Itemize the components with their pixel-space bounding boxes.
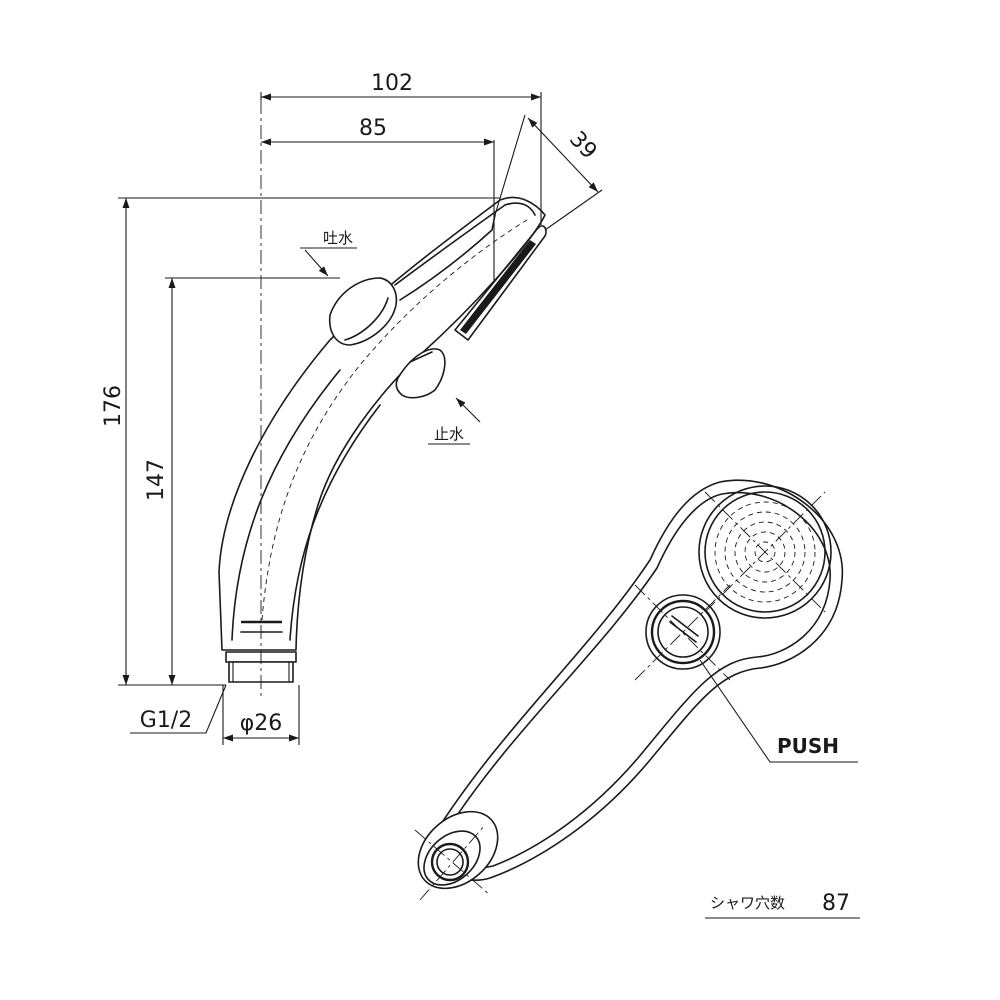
connector-end-inner	[436, 848, 464, 876]
hole-count-label: シャワ穴数	[710, 894, 785, 912]
dimension-lines	[118, 92, 603, 745]
handle-centerline	[261, 217, 531, 621]
head-mid-line	[399, 214, 496, 301]
front-body-inner	[444, 491, 831, 869]
stop-knob-detail	[409, 351, 433, 363]
connector-end-bore	[430, 842, 470, 882]
push-leader	[699, 659, 858, 763]
spout-knob	[328, 277, 398, 346]
side-view	[218, 100, 547, 700]
nozzle-strip	[460, 240, 536, 334]
dim-85-text: 85	[359, 116, 387, 141]
stop-arrow	[455, 397, 481, 423]
hole-count-note: シャワ穴数 87	[705, 891, 860, 919]
dim-39-line	[527, 117, 599, 193]
push-button-outer	[645, 594, 721, 670]
handle-outline	[218, 196, 546, 651]
thread-size-text: G1/2	[140, 708, 192, 733]
spout-arrow	[304, 249, 329, 277]
diameter-text: φ26	[240, 711, 283, 736]
push-button-inner	[657, 606, 709, 658]
thread-lines	[232, 662, 290, 682]
head-inner-ring	[704, 491, 826, 613]
nozzle-rings	[714, 501, 816, 603]
stop-knob	[395, 348, 446, 399]
push-button-ring	[650, 599, 716, 665]
push-label: PUSH	[777, 734, 839, 758]
connector-end-outer	[417, 810, 499, 890]
button-centerlines	[634, 584, 731, 681]
spout-label: 吐水	[323, 229, 353, 247]
dimension-text: 102 85 39 176 147 G1/2 φ26 吐水 止水	[101, 71, 601, 736]
g12-leader	[130, 684, 227, 734]
stop-label: 止水	[434, 425, 464, 443]
front-view	[414, 479, 858, 901]
dim-102-text: 102	[371, 71, 413, 96]
spout-knob-detail	[344, 297, 389, 341]
dim-176-text: 176	[101, 385, 126, 427]
handle-inner-contour-2	[289, 404, 381, 641]
dim-147-text: 147	[144, 459, 169, 501]
head-outer-ring	[698, 485, 832, 619]
handle-inner-contour	[231, 369, 341, 641]
dim-39-text: 39	[564, 127, 601, 165]
push-button-slot	[669, 615, 699, 643]
hole-count-value: 87	[822, 891, 850, 916]
head-top-line	[394, 202, 536, 286]
connector-centerlines	[414, 824, 491, 901]
head-centerlines	[704, 491, 826, 613]
head-face	[454, 225, 547, 341]
front-body-outline	[431, 479, 844, 881]
